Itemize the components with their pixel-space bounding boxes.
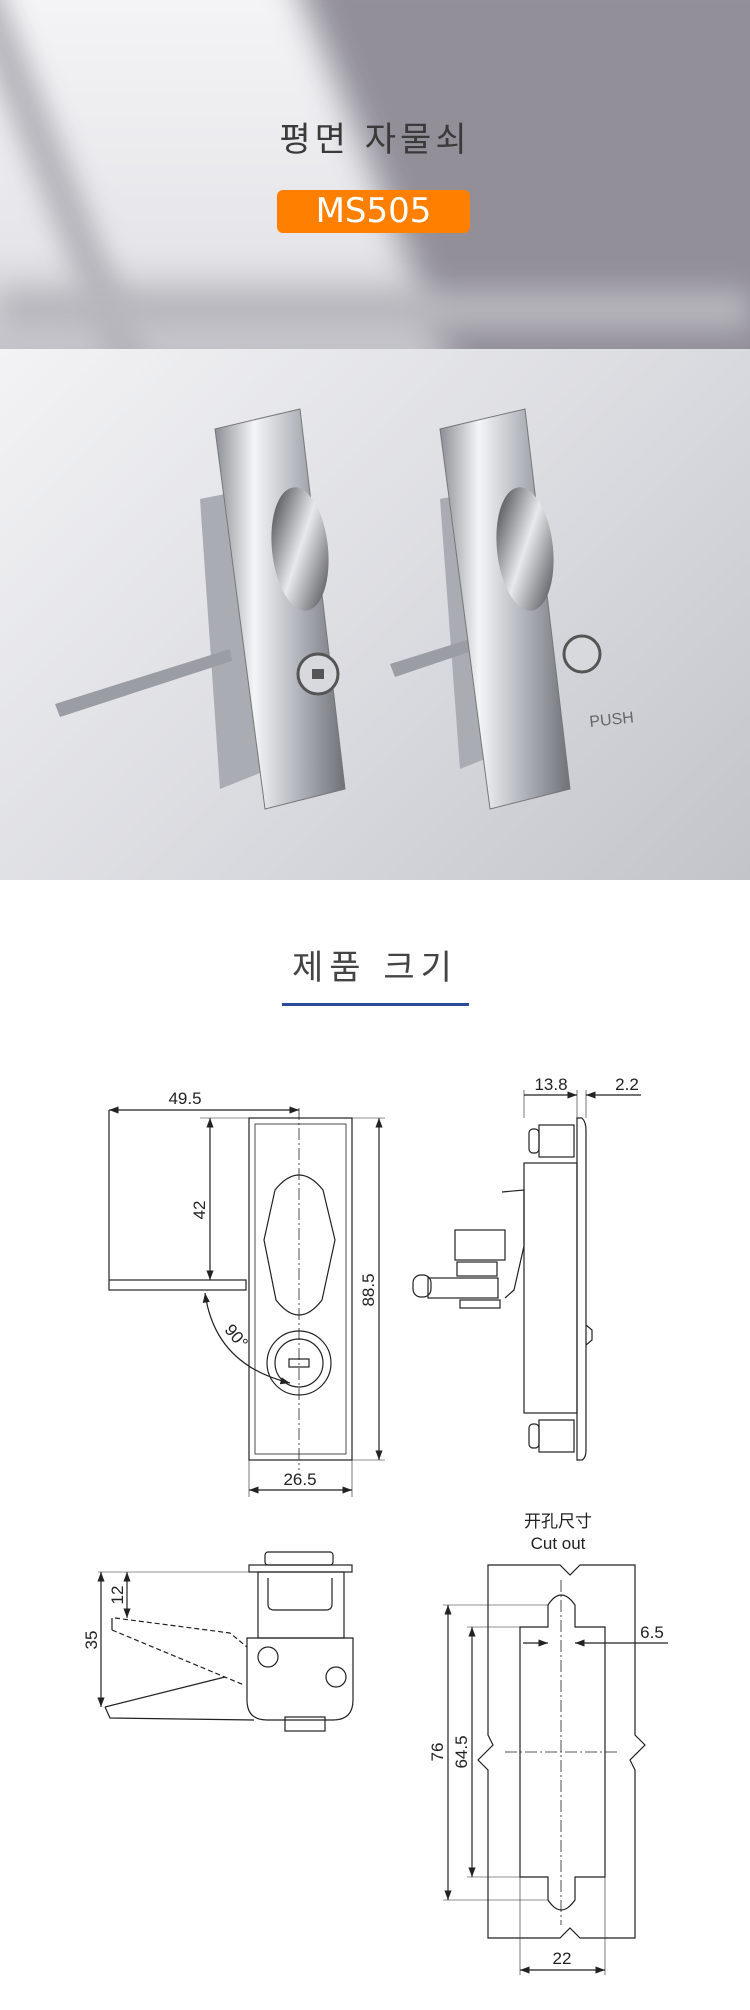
cutout-label-cn: 开孔尺寸 bbox=[524, 1512, 592, 1531]
front-view bbox=[108, 1106, 385, 1497]
dim-26-5: 26.5 bbox=[283, 1470, 316, 1489]
cam-view bbox=[97, 1551, 354, 1732]
lock-illustration: PUSH bbox=[55, 408, 635, 810]
lock-left bbox=[55, 408, 346, 810]
dim-12: 12 bbox=[108, 1586, 127, 1605]
dim-22: 22 bbox=[553, 1949, 572, 1968]
hero-banner: 평면 자물쇠 MS505 bbox=[0, 0, 750, 349]
dim-64-5: 64.5 bbox=[452, 1735, 471, 1768]
dim-90-deg: 90° bbox=[221, 1321, 252, 1353]
section-title: 제품 크기 bbox=[292, 948, 458, 988]
dim-2-2: 2.2 bbox=[615, 1075, 639, 1094]
side-view bbox=[412, 1090, 641, 1461]
title-underline bbox=[282, 1003, 469, 1006]
cutout-view bbox=[443, 1564, 668, 1975]
dim-35: 35 bbox=[82, 1631, 101, 1650]
cutout-label-en: Cut out bbox=[531, 1534, 586, 1553]
lock-right: PUSH bbox=[390, 408, 635, 810]
dim-76: 76 bbox=[428, 1743, 447, 1762]
product-photo: PUSH bbox=[0, 349, 750, 880]
dim-13-8: 13.8 bbox=[534, 1075, 567, 1094]
dim-88-5: 88.5 bbox=[359, 1273, 378, 1306]
product-title: 평면 자물쇠 bbox=[279, 120, 471, 160]
dim-42: 42 bbox=[190, 1201, 209, 1220]
shadow-decoration bbox=[0, 290, 750, 330]
dim-49-5: 49.5 bbox=[168, 1089, 201, 1108]
push-label: PUSH bbox=[589, 709, 635, 731]
dim-6-5: 6.5 bbox=[640, 1623, 664, 1642]
model-badge: MS505 bbox=[277, 190, 470, 233]
